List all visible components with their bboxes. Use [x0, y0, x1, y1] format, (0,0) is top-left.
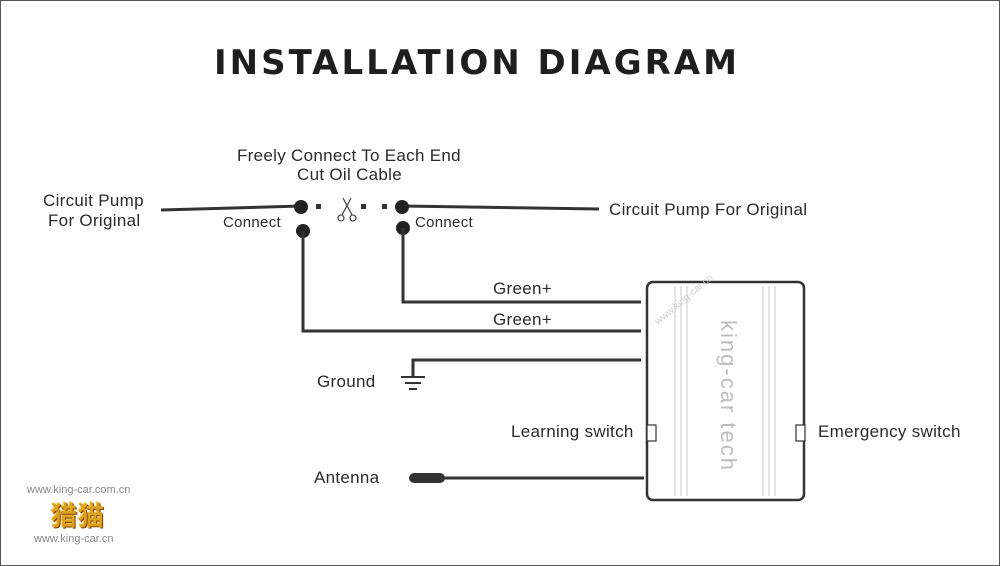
- left-pump-label-line2: For Original: [48, 211, 141, 230]
- page-title: INSTALLATION DIAGRAM: [214, 43, 740, 83]
- oil-cable-left: [160, 204, 302, 212]
- connect-label-left: Connect: [223, 214, 281, 231]
- cut-dots: [316, 204, 387, 209]
- antenna-probe-icon: [409, 473, 445, 483]
- ground-wire: [411, 358, 641, 376]
- left-pump-label-line1: Circuit Pump: [43, 191, 144, 210]
- ground-symbol-icon: [401, 376, 425, 390]
- connect-label-right: Connect: [415, 214, 473, 231]
- cut-note-line1: Freely Connect To Each End: [237, 146, 461, 165]
- control-module: [645, 280, 806, 502]
- scissors-icon: [337, 197, 357, 222]
- cut-note-line2: Cut Oil Cable: [297, 165, 402, 184]
- watermark-bottom: www.king-car.cn: [34, 533, 114, 545]
- brand-logo: 猎猫: [51, 502, 106, 532]
- emergency-switch-label: Emergency switch: [818, 422, 961, 441]
- antenna-label: Antenna: [314, 468, 380, 487]
- oil-cable-right: [401, 204, 600, 211]
- green-bottom-label: Green+: [493, 310, 552, 329]
- right-pump-label: Circuit Pump For Original: [609, 200, 808, 219]
- module-brand: king-car tech: [716, 320, 741, 472]
- green-wire-bottom: [301, 231, 641, 333]
- green-top-label: Green+: [493, 279, 552, 298]
- connect-terminals: [294, 200, 410, 238]
- ground-label: Ground: [317, 372, 376, 391]
- learning-switch-label: Learning switch: [511, 422, 634, 441]
- watermark-top: www.king-car.com.cn: [27, 484, 131, 496]
- learning-switch-button: [646, 424, 657, 442]
- emergency-switch-button: [795, 424, 806, 442]
- green-wire-top: [401, 228, 641, 304]
